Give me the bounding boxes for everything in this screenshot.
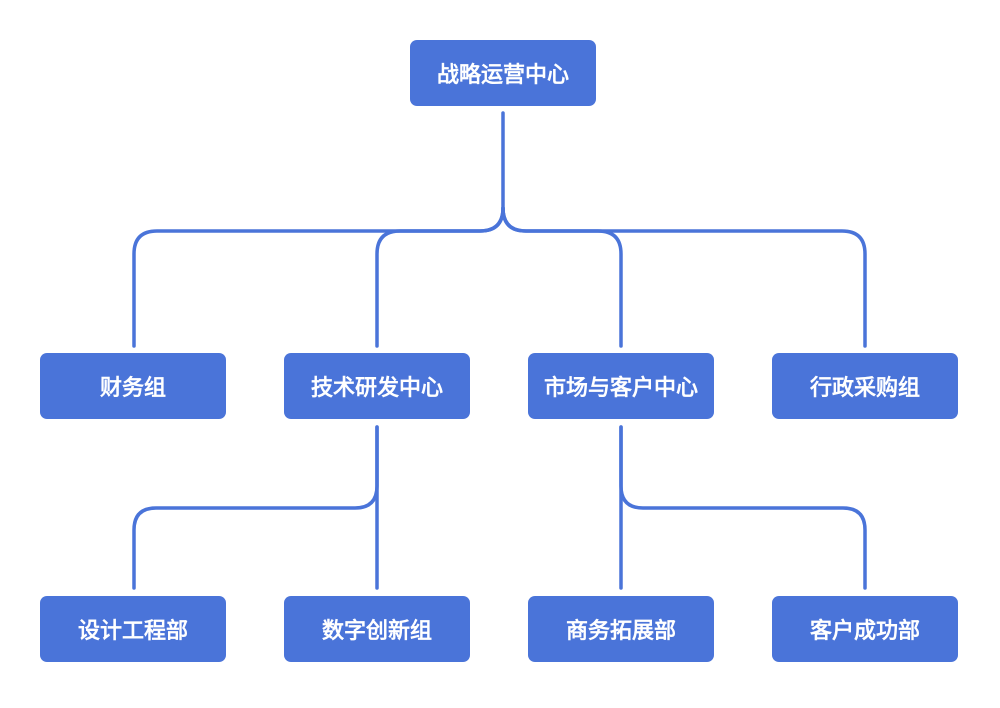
node-label: 数字创新组: [321, 619, 432, 644]
node-label: 设计工程部: [77, 619, 188, 644]
node-finance-group[interactable]: 财务组: [40, 353, 226, 419]
node-label: 市场与客户中心: [543, 376, 698, 401]
node-business-development[interactable]: 商务拓展部: [528, 596, 714, 662]
node-admin-procurement-group[interactable]: 行政采购组: [772, 353, 958, 419]
node-label: 技术研发中心: [310, 376, 443, 401]
node-label: 商务拓展部: [565, 619, 676, 644]
node-label: 客户成功部: [809, 619, 920, 644]
node-strategy-ops-center[interactable]: 战略运营中心: [410, 40, 596, 106]
edge-root-to-market: [501, 206, 623, 348]
node-design-engineering[interactable]: 设计工程部: [40, 596, 226, 662]
node-customer-success[interactable]: 客户成功部: [772, 596, 958, 662]
node-label: 战略运营中心: [436, 63, 569, 88]
node-label: 财务组: [99, 376, 166, 401]
node-digital-innovation[interactable]: 数字创新组: [284, 596, 470, 662]
node-label: 行政采购组: [809, 376, 920, 401]
edge-tech-to-design: [132, 425, 379, 590]
node-market-customer-center[interactable]: 市场与客户中心: [528, 353, 714, 419]
node-tech-rd-center[interactable]: 技术研发中心: [284, 353, 470, 419]
edge-market-to-customer: [619, 425, 867, 590]
edge-root-to-tech: [375, 206, 505, 348]
edge-root-to-admin: [501, 206, 867, 348]
